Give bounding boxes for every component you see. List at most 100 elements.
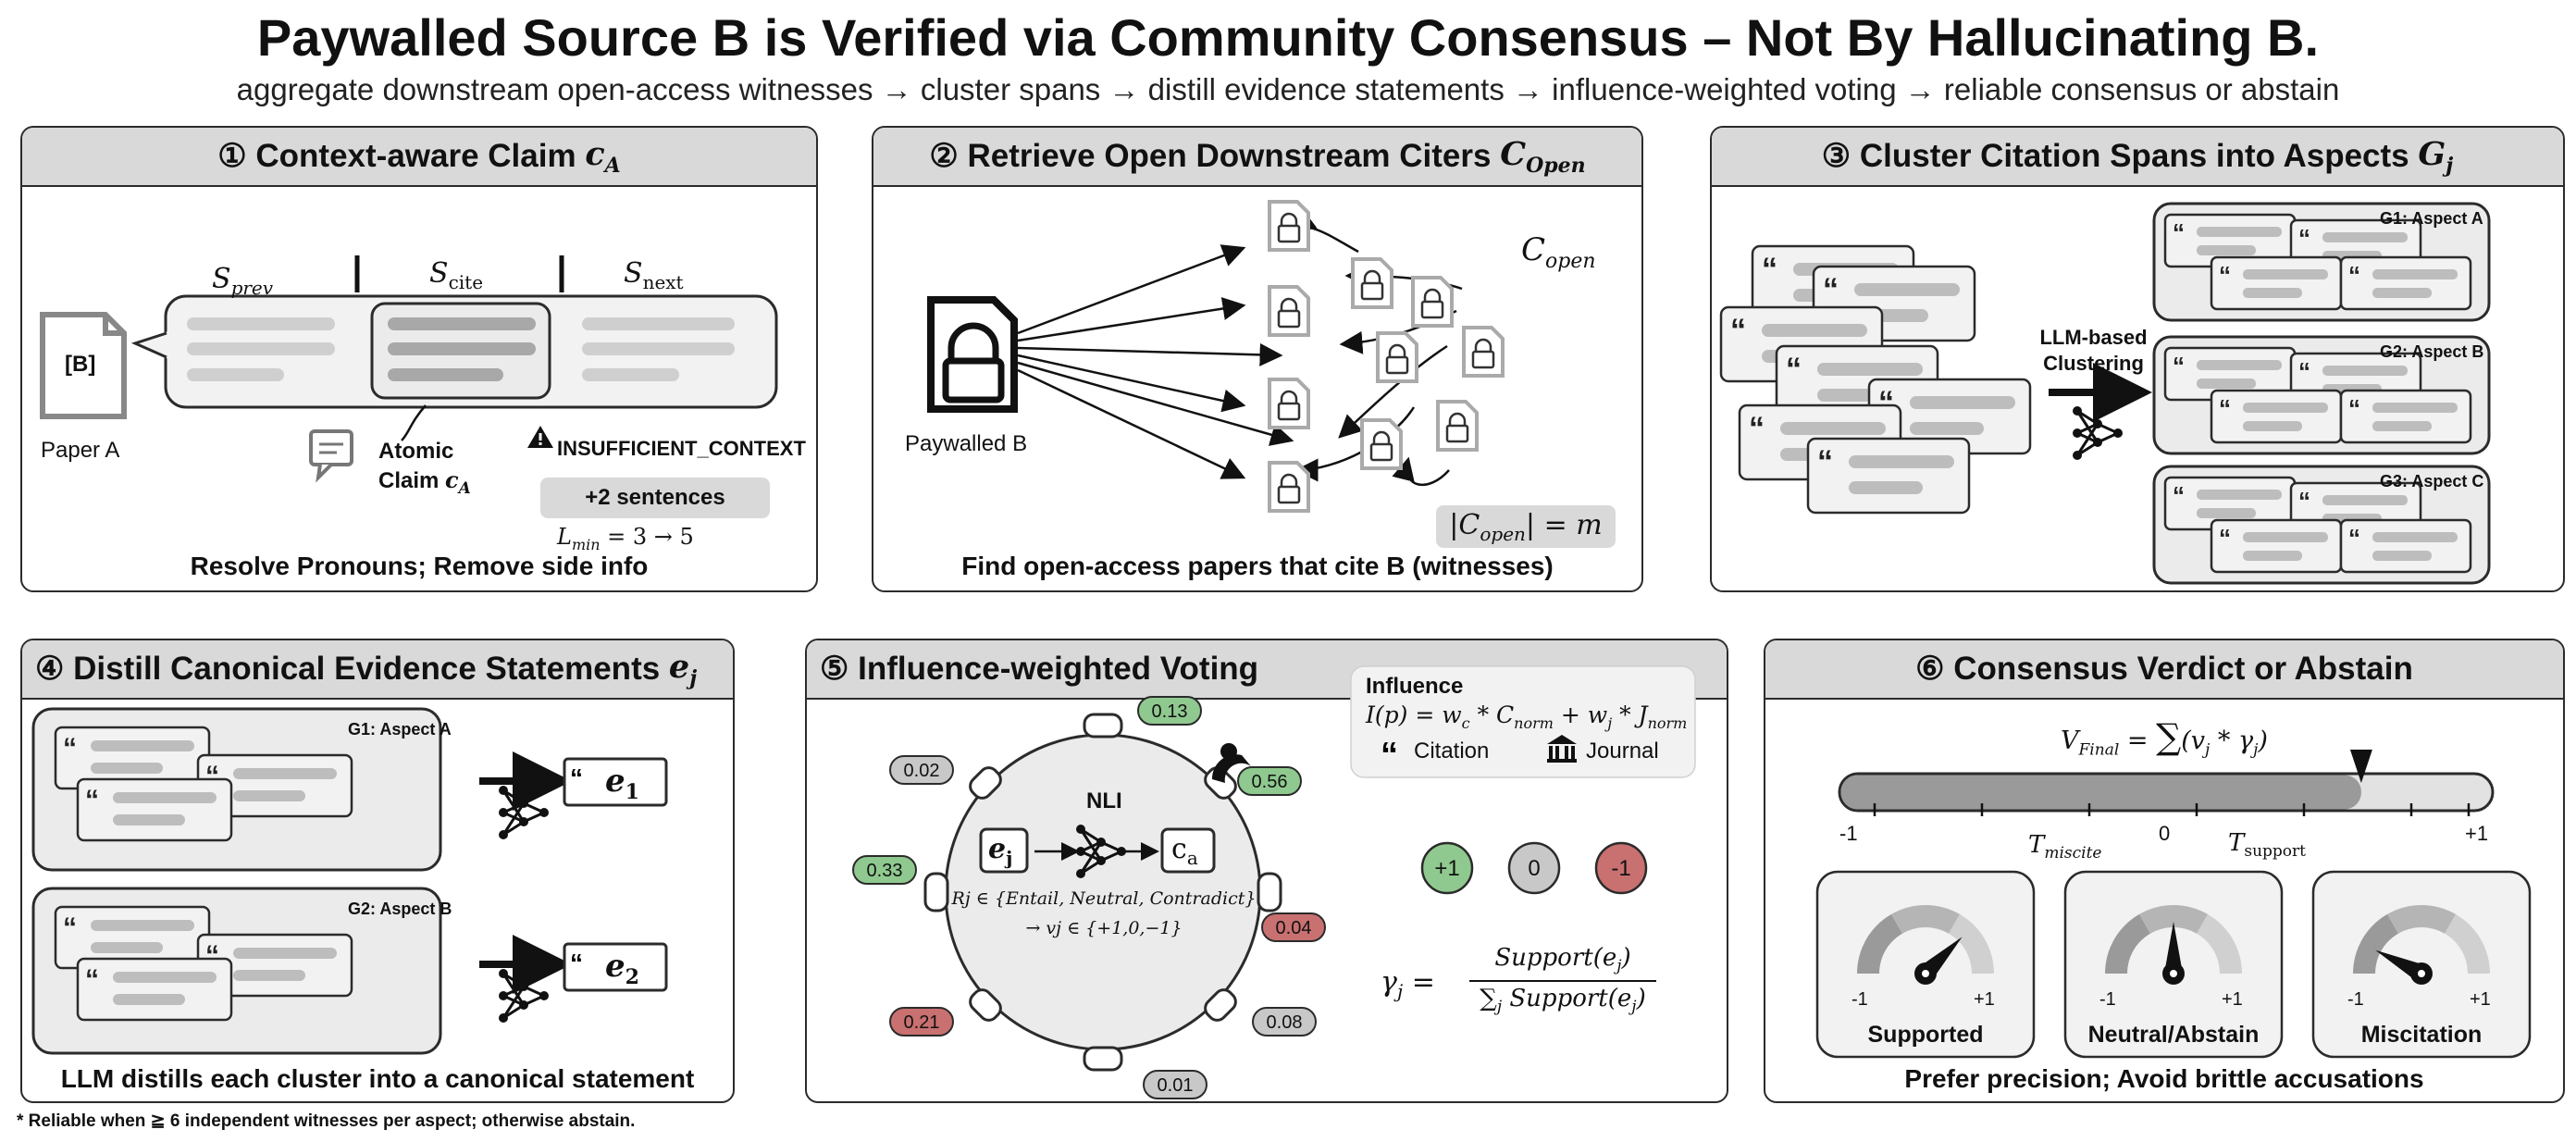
s-next-label: Snext (624, 257, 684, 293)
gamma-denominator: ∑j Support(ej) (1480, 985, 1646, 1017)
seat-weight-badge: 0.08 (1252, 1007, 1317, 1036)
aspect-a-label: G1: Aspect A (2380, 209, 2483, 228)
svg-text:-1: -1 (1852, 989, 1868, 1010)
paper-a-label: Paper A (41, 438, 120, 463)
svg-text:0.33: 0.33 (867, 861, 903, 881)
atomic-label: Atomic (378, 439, 454, 464)
svg-text:0.56: 0.56 (1252, 772, 1288, 792)
gauge-needle (2164, 922, 2183, 974)
s-cite-label: Scite (429, 257, 484, 293)
seat-weight-badge: 0.33 (852, 855, 917, 885)
panel-title: ② Retrieve Open Downstream Citers COpen (873, 128, 1641, 187)
copen-count-label: |Copen| = m (1449, 509, 1603, 545)
voting-table: “ +1 0 -1 0.13 0.56 0.04 0.08 0.01 0.21 0.33 0.02 (852, 665, 1696, 1099)
claim-label: Claim cA (378, 466, 471, 498)
vote-circles: +1 0 -1 (1420, 841, 1648, 895)
seat-weight-badge: 0.21 (889, 1007, 954, 1036)
aspect-c-label: G3: Aspect C (2380, 472, 2484, 490)
gauge-label: Supported (1868, 1022, 1984, 1048)
svg-text:0.13: 0.13 (1152, 701, 1188, 722)
group-b-label: G2: Aspect B (348, 900, 452, 918)
journal-label: Journal (1586, 739, 1659, 763)
gauge-label: Neutral/Abstain (2088, 1022, 2260, 1048)
consensus-bar-fill (1840, 775, 2361, 810)
distill-diagram: “ “ “ (31, 707, 668, 1055)
panel-title-text: ⑥ Consensus Verdict or Abstain (1915, 651, 2413, 687)
svg-text:+1: +1 (2470, 989, 2491, 1010)
ca-label: ca (1171, 833, 1198, 869)
panel-distill-evidence: ④ Distill Canonical Evidence Statements … (20, 639, 735, 1103)
svg-text:“: “ (570, 949, 583, 977)
cluster-box-b (31, 887, 442, 1055)
chat-icon (309, 429, 353, 483)
svg-text:-1: -1 (1611, 856, 1630, 881)
t-support-label: Tsupport (2228, 829, 2306, 862)
vote-circle: +1 (1420, 841, 1474, 895)
scale-min-label: -1 (1839, 822, 1858, 845)
copen-count-badge (1436, 505, 1616, 548)
vote-circle: 0 (1507, 841, 1561, 895)
gamma-numerator: Support(ej) (1494, 944, 1631, 976)
speaker-person-icon (1211, 743, 1251, 783)
nli-label: NLI (1086, 788, 1122, 813)
claim-diagram (40, 255, 778, 518)
panel4-caption: LLM distills each cluster into a canonic… (60, 1064, 695, 1093)
citer-graph (927, 200, 1616, 548)
panel6-caption: Prefer precision; Avoid brittle accusati… (1904, 1064, 2424, 1093)
aspect-b-label: G2: Aspect B (2380, 342, 2484, 361)
rj-line: Rj ∈ {Entail, Neutral, Contradict} (951, 888, 1257, 909)
quote-citation-icon: “ (1381, 736, 1398, 775)
statement-e2: e2 (605, 948, 639, 989)
panel-cluster-spans: ③ Cluster Citation Spans into Aspects Gj… (1710, 126, 2565, 592)
page-subtitle: aggregate downstream open-access witness… (236, 72, 2340, 106)
gauge-label: Miscitation (2361, 1022, 2483, 1048)
panel-retrieve-citers: ② Retrieve Open Downstream Citers COpen (872, 126, 1643, 592)
gamma-lhs: γj = (1381, 966, 1435, 1002)
seat-badges: 0.13 0.56 0.04 0.08 0.01 0.21 0.33 0.02 (852, 696, 1326, 1099)
panel-title-text: ③ Cluster Citation Spans into Aspects (1821, 138, 2409, 174)
panel-title: ③ Cluster Citation Spans into Aspects Gj (1712, 128, 2563, 187)
group-a-label: G1: Aspect A (348, 720, 452, 739)
copen-label: Copen (1521, 231, 1596, 273)
aspect-group-a (2152, 202, 2491, 322)
svg-text:0: 0 (1528, 856, 1540, 881)
seat-weight-badge: 0.04 (1261, 912, 1326, 942)
panel1-caption: Resolve Pronouns; Remove side info (190, 552, 649, 580)
plus-sentences-label: +2 sentences (585, 485, 725, 510)
influence-box (1350, 665, 1696, 778)
claim-symbol: cA (585, 135, 621, 178)
t-miscite-label: Tmiscite (2028, 831, 2102, 863)
journal-bank-icon (1547, 735, 1577, 763)
svg-text:0.04: 0.04 (1276, 918, 1312, 938)
s-prev-label: Sprev (212, 263, 274, 299)
svg-text:0.01: 0.01 (1158, 1075, 1194, 1096)
seat-weight-badge: 0.01 (1143, 1070, 1208, 1099)
ej-box (979, 827, 1029, 874)
svg-text:“: “ (570, 763, 583, 792)
scale-zero-label: 0 (2159, 822, 2171, 845)
influence-title: Influence (1366, 674, 1464, 699)
gj-symbol: Gj (2418, 135, 2454, 178)
llm-clustering-line2: Clustering (2043, 352, 2144, 375)
statement-box-e1 (563, 757, 668, 807)
svg-text:“: “ (1381, 736, 1398, 775)
document-icon (40, 312, 127, 419)
ca-box (1160, 827, 1216, 874)
statement-box-e2 (563, 942, 668, 992)
svg-text:0.21: 0.21 (904, 1012, 940, 1033)
svg-text:+1: +1 (2222, 989, 2243, 1010)
plus-sentences-badge (540, 478, 770, 518)
influence-formula: I(p) = wc * Cnorm + wj * Jnorm (1366, 701, 1688, 732)
paywalled-b-label: Paywalled B (905, 431, 1028, 456)
vote-circle: -1 (1594, 841, 1648, 895)
scale-max-label: +1 (2465, 822, 2489, 845)
svg-text:0.02: 0.02 (904, 761, 940, 781)
copen-symbol: COpen (1500, 135, 1586, 178)
cluster-box-a (31, 707, 442, 872)
panel-title-text: ⑤ Influence-weighted Voting (820, 651, 1259, 687)
panel2-caption: Find open-access papers that cite B (wit… (961, 552, 1554, 580)
final-value-marker (2349, 750, 2372, 783)
panel-influence-voting: ⑤ Influence-weighted Voting “ (805, 639, 1728, 1103)
